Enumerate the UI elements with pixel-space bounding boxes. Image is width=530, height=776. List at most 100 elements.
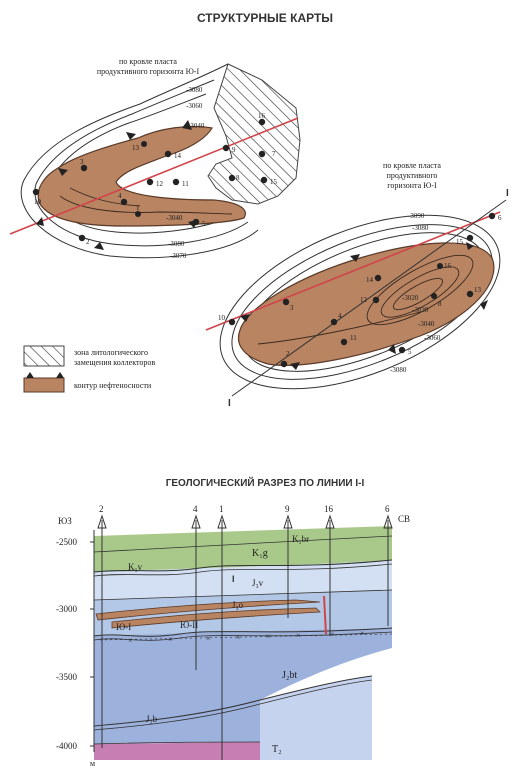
- strata-line: [93, 563, 393, 577]
- well: [141, 141, 147, 147]
- legend-marker: [56, 372, 64, 378]
- map1-caption-1: по кровле пласта: [119, 57, 177, 66]
- derrick-icon: [283, 514, 293, 529]
- depth-tick-label: -2500: [56, 537, 77, 547]
- contour-label: -3020: [402, 294, 419, 302]
- section-well-16: 16: [324, 504, 335, 636]
- page-title: СТРУКТУРНЫЕ КАРТЫ: [197, 11, 333, 25]
- well: [192, 218, 200, 226]
- oil-contour-marker: [290, 362, 300, 370]
- well-label: 1: [136, 204, 140, 212]
- legend: зона литологического замещения коллектор…: [23, 345, 155, 393]
- fault-line: [205, 211, 501, 331]
- contour-label: -3080: [168, 240, 185, 248]
- section-marker: I: [232, 574, 235, 584]
- well-label: 4: [118, 192, 122, 200]
- map-1: по кровле пласта продуктивного горизонта…: [9, 57, 301, 260]
- well: [437, 263, 443, 269]
- direction-sw: ЮЗ: [58, 516, 72, 526]
- well-label: 11: [350, 334, 357, 342]
- well-label: 2: [86, 238, 90, 246]
- lithologic-replacement-zone: [207, 63, 301, 205]
- contour-label: -3080: [390, 366, 407, 374]
- section-marker: I: [228, 398, 231, 409]
- direction-ne: СВ: [398, 514, 410, 524]
- well-label: 7: [272, 150, 276, 158]
- well: [228, 318, 236, 326]
- layer-label: J₂bt: [282, 670, 297, 681]
- derrick-icon: [217, 514, 227, 529]
- well-label: 10: [34, 198, 42, 206]
- well-label: 6: [385, 504, 390, 514]
- derrick-icon: [97, 514, 107, 529]
- well-label: 12: [156, 180, 164, 188]
- well-label: 3: [290, 304, 294, 312]
- layer-label: J₂b: [146, 714, 158, 724]
- depth-unit: м: [90, 759, 95, 768]
- contour-line: [366, 254, 474, 326]
- well-label: 1: [219, 504, 224, 514]
- well: [258, 150, 266, 158]
- well-label: 11: [182, 180, 189, 188]
- well-label: 13: [132, 144, 140, 152]
- well-label: 6: [498, 214, 502, 222]
- derrick-icon: [325, 514, 335, 529]
- strata-line: [93, 631, 393, 641]
- strata-line: [93, 679, 373, 731]
- well: [488, 212, 496, 220]
- map2-caption-1: по кровле пласта: [383, 161, 441, 170]
- section-well-4: 4: [191, 504, 201, 670]
- well: [282, 298, 290, 306]
- well: [78, 234, 86, 242]
- depth-tick-label: -4000: [56, 741, 77, 751]
- oil-contour-marker: [126, 132, 136, 140]
- oil-contour-map2: [237, 242, 495, 366]
- well-label: 9: [285, 504, 290, 514]
- well: [258, 118, 266, 126]
- well-label: 15: [270, 178, 278, 186]
- depth-tick-label: -3000: [56, 604, 77, 614]
- depth-tick-label: -3500: [56, 672, 77, 682]
- well-label: 2: [99, 504, 104, 514]
- contour-line: [219, 214, 501, 390]
- map1-caption-2: продуктивного горизонта Ю-I: [97, 67, 200, 76]
- well-label: 16: [324, 504, 334, 514]
- legend-label-1b: замещения коллекторов: [74, 358, 155, 367]
- layer-label: K₁br: [292, 534, 309, 544]
- well-label: 12: [360, 296, 368, 304]
- well: [120, 198, 128, 206]
- well-label: 16: [444, 262, 452, 270]
- legend-label-1a: зона литологического: [74, 348, 148, 357]
- well-label: 14: [174, 152, 182, 160]
- strata-line: [93, 627, 393, 637]
- legend-swatch-oil: [23, 377, 65, 393]
- well: [330, 318, 338, 326]
- x-marker: ×: [168, 635, 173, 644]
- well-label: 9: [232, 146, 236, 154]
- oil-contour-marker: [182, 120, 192, 130]
- oil-contour-marker: [94, 242, 104, 250]
- well: [431, 293, 437, 299]
- strata-line: [93, 559, 393, 573]
- oil-layer-ju2: [111, 607, 321, 629]
- contour-label: -3040: [188, 122, 205, 130]
- section-line-I-I: [231, 199, 507, 397]
- oil-contour-marker: [36, 217, 44, 226]
- x-marker: ×: [236, 633, 241, 642]
- contour-label: -3060: [424, 334, 441, 342]
- strata-line: [93, 741, 261, 745]
- well: [466, 234, 474, 242]
- well-label: 8: [236, 174, 240, 182]
- well: [466, 290, 474, 298]
- contour-line: [380, 266, 460, 318]
- oil-contour-marker: [350, 254, 360, 262]
- section-well-6: 6: [383, 504, 393, 626]
- well: [146, 178, 154, 186]
- map2-caption-2: продуктивного: [387, 171, 438, 180]
- layer-label: K₁v: [128, 562, 143, 572]
- well: [340, 338, 348, 346]
- layer-k1g: [94, 526, 392, 572]
- oil-contour-marker: [58, 168, 68, 176]
- well-label: 8: [438, 300, 442, 308]
- contour-label: -3080: [186, 86, 203, 94]
